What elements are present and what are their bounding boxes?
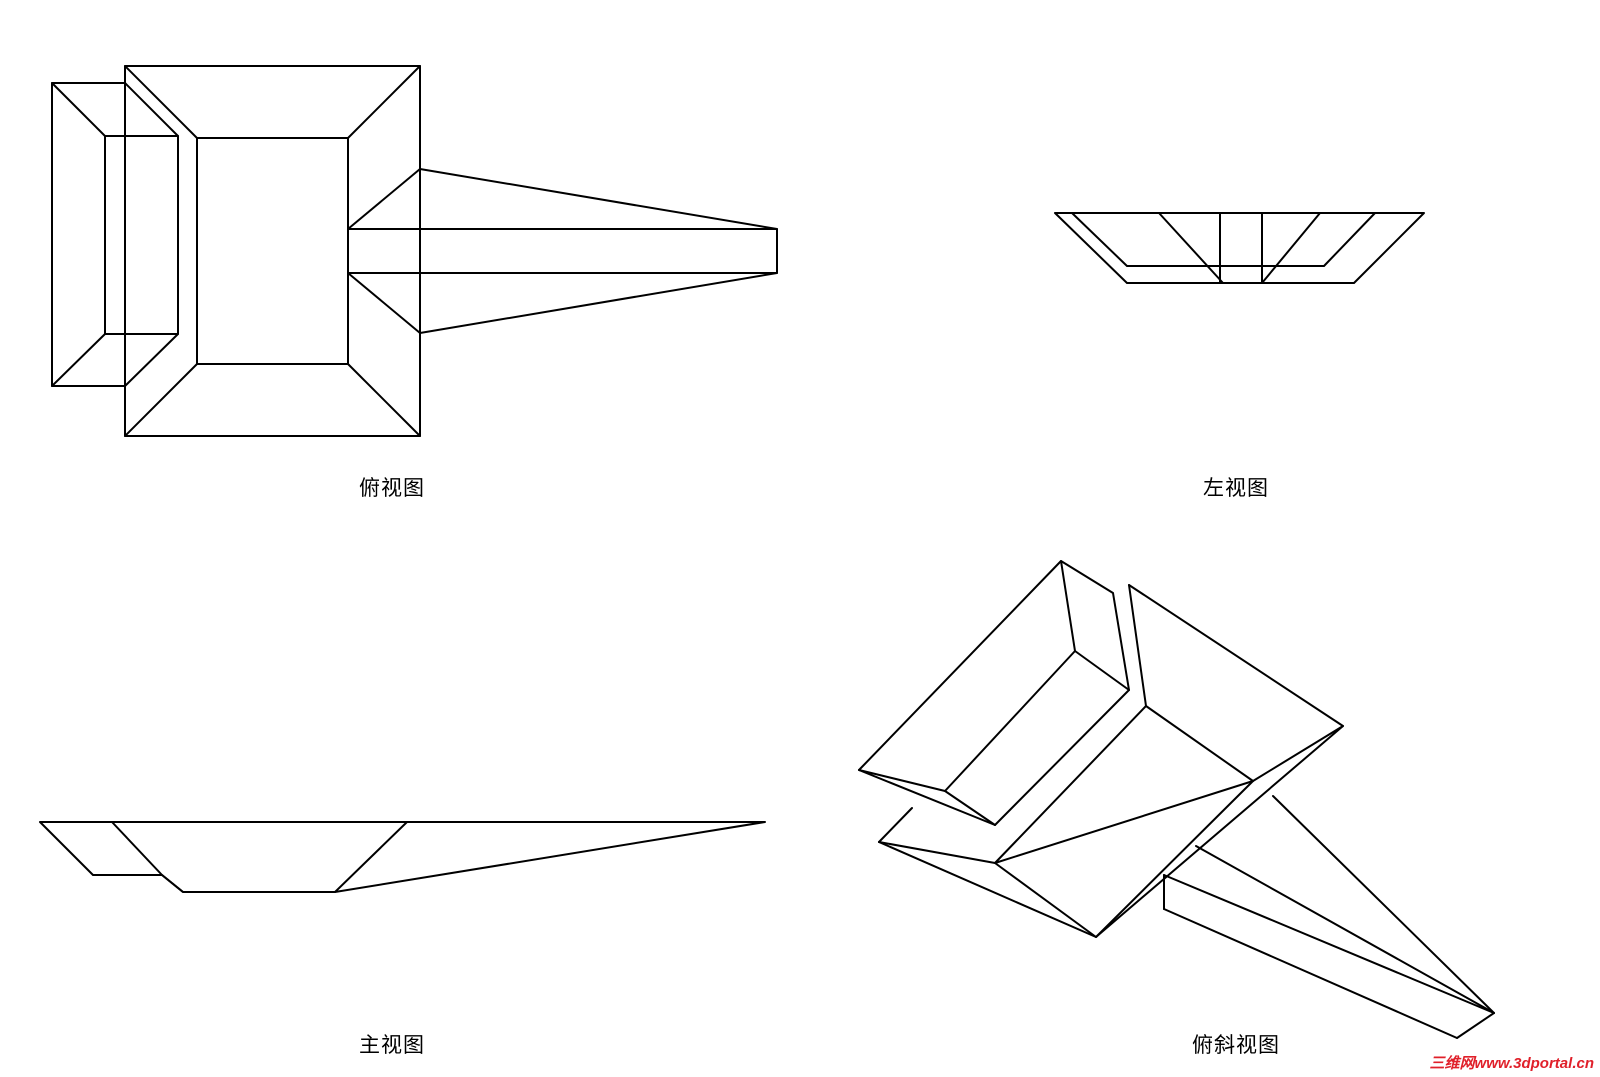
top-view-drawing: [51, 65, 778, 437]
oblique-view-drawing: [858, 560, 1495, 1039]
oblique-view-label: 俯斜视图: [1192, 1033, 1280, 1057]
front-view-label: 主视图: [359, 1033, 425, 1057]
watermark-text: 三维网www.3dportal.cn: [1429, 1055, 1594, 1072]
top-view-label: 俯视图: [359, 476, 425, 500]
front-view-drawing: [39, 821, 766, 893]
left-view-label: 左视图: [1203, 476, 1269, 500]
left-view-drawing: [1054, 212, 1425, 284]
